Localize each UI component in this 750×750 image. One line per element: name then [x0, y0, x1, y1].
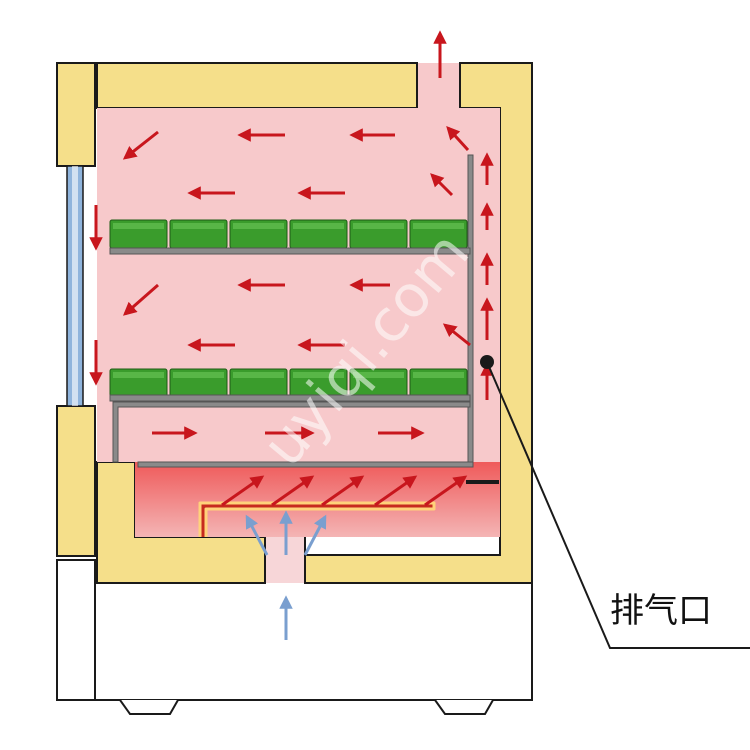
hot-air-arrow — [271, 475, 315, 507]
hot-air-arrow — [442, 323, 471, 347]
shelf-rack — [109, 247, 471, 255]
duct-outlet-slit — [466, 480, 499, 484]
hot-air-arrow — [446, 126, 470, 152]
hot-air-arrow — [122, 130, 159, 160]
hot-air-arrow — [424, 475, 468, 507]
sample-tray-highlight — [293, 223, 344, 229]
air-duct-baffles — [112, 154, 499, 484]
sample-tray-highlight — [113, 372, 164, 378]
upper-shelf — [109, 219, 471, 255]
right-foot — [434, 699, 494, 715]
oven-door — [56, 62, 96, 557]
sample-tray-highlight — [233, 372, 284, 378]
hot-air-flow-arrows — [89, 30, 494, 507]
sample-tray-highlight — [293, 372, 344, 378]
sample-tray-highlight — [233, 223, 284, 229]
fresh-air-arrow — [245, 514, 269, 556]
lower-shelf — [109, 368, 471, 402]
callout-leader-line — [486, 361, 750, 649]
hot-air-arrow — [122, 283, 159, 316]
left-foot — [119, 699, 179, 715]
hot-air-arrow — [374, 475, 418, 507]
sample-tray-highlight — [173, 372, 224, 378]
shelves — [109, 219, 471, 402]
sample-tray-highlight — [353, 223, 404, 229]
insulation-shell — [96, 62, 533, 584]
sample-tray-highlight — [413, 372, 464, 378]
sample-tray-highlight — [173, 223, 224, 229]
fresh-air-arrow — [303, 514, 327, 556]
hot-air-arrow — [221, 475, 265, 507]
fresh-air-flow-arrows — [245, 510, 327, 640]
sample-tray-highlight — [113, 223, 164, 229]
hot-air-arrow — [321, 475, 365, 507]
exhaust-port-label: 排气口 — [610, 591, 712, 631]
rear-duct-wall — [467, 154, 474, 468]
sample-tray-highlight — [353, 372, 404, 378]
sample-tray-highlight — [413, 223, 464, 229]
heater-cover-plate — [137, 461, 474, 468]
exhaust-port-callout: 排气口 — [480, 355, 750, 649]
shelf-rack — [109, 394, 471, 402]
hot-air-arrow — [430, 173, 454, 197]
heater-coil — [198, 501, 436, 537]
left-lower-baffle — [112, 401, 471, 463]
